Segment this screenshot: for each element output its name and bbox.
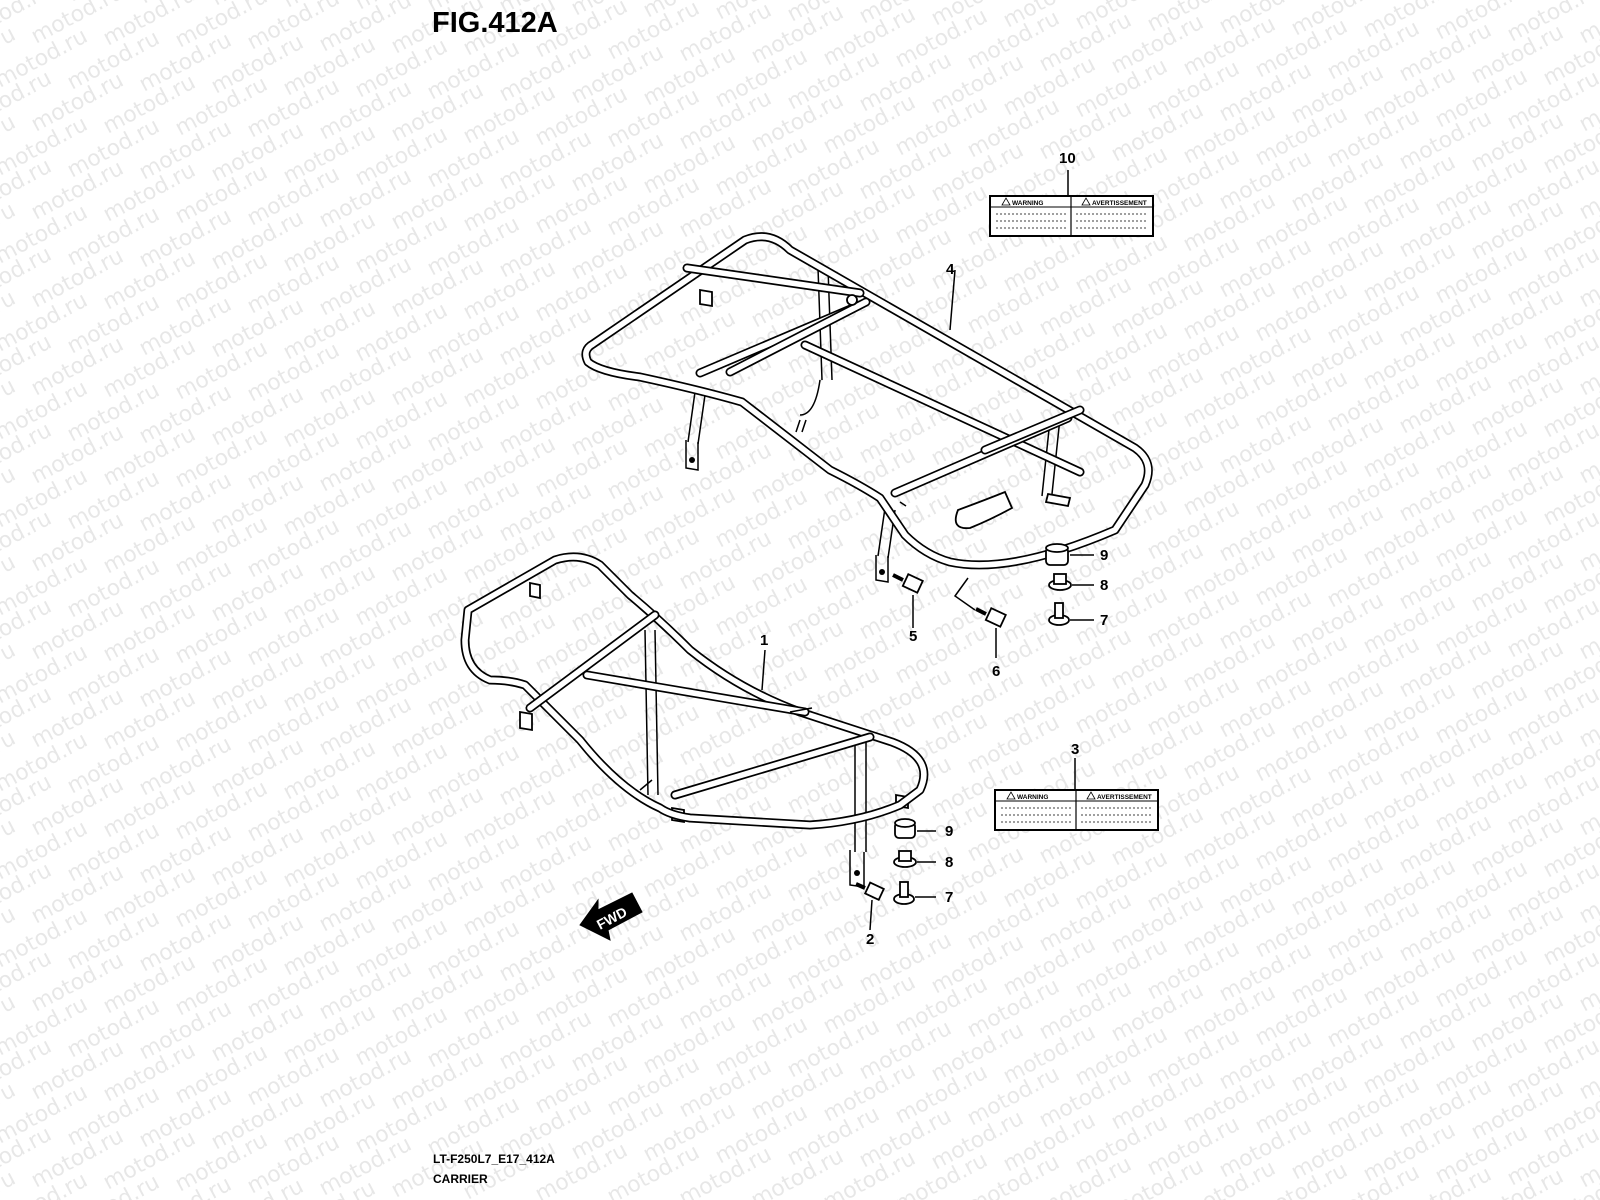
collar-part-8-lower bbox=[893, 850, 917, 868]
bolt-part-6 bbox=[975, 606, 1007, 628]
cushion-part-9-lower bbox=[894, 818, 916, 839]
figure-name: CARRIER bbox=[433, 1172, 488, 1186]
callout-10: 10 bbox=[1059, 150, 1076, 167]
callout-4: 4 bbox=[946, 261, 955, 278]
bolt-part-2 bbox=[855, 881, 885, 902]
cushion-part-9-upper bbox=[1045, 543, 1069, 566]
label-warning-text: WARNING bbox=[1012, 200, 1043, 207]
bolt-part-7-upper bbox=[1048, 602, 1070, 626]
callout-9-lower: 9 bbox=[945, 823, 953, 840]
warning-label-part-10: WARNING AVERTISSEMENT bbox=[989, 195, 1154, 237]
label-warning-text: WARNING bbox=[1017, 794, 1048, 801]
callout-3: 3 bbox=[1071, 741, 1079, 758]
label-avertissement-text: AVERTISSEMENT bbox=[1097, 794, 1152, 801]
callout-6: 6 bbox=[992, 663, 1000, 680]
leader-lines bbox=[761, 170, 1094, 931]
warning-label-part-3: WARNING AVERTISSEMENT bbox=[994, 789, 1159, 831]
collar-part-8-upper bbox=[1048, 573, 1072, 591]
callout-2: 2 bbox=[866, 931, 874, 948]
bolt-part-5 bbox=[892, 572, 924, 594]
watermark-text: motod.ru bbox=[0, 1166, 20, 1200]
figure-title: FIG.412A bbox=[432, 7, 558, 39]
rear-carrier-part-4 bbox=[581, 232, 1153, 583]
callout-9-upper: 9 bbox=[1100, 547, 1108, 564]
callout-8-upper: 8 bbox=[1100, 577, 1108, 594]
callout-8-lower: 8 bbox=[945, 854, 953, 871]
callouts: 10 4 1 3 9 8 7 9 8 7 5 6 2 bbox=[760, 150, 1108, 948]
hardware-parts bbox=[855, 543, 1072, 905]
callout-7-upper: 7 bbox=[1100, 612, 1108, 629]
callout-1: 1 bbox=[760, 632, 768, 649]
callout-7-lower: 7 bbox=[945, 889, 953, 906]
bolt-part-7-lower bbox=[893, 881, 915, 905]
front-carrier-part-1 bbox=[460, 552, 929, 888]
figure-code: LT-F250L7_E17_412A bbox=[433, 1152, 555, 1166]
label-avertissement-text: AVERTISSEMENT bbox=[1092, 200, 1147, 207]
callout-5: 5 bbox=[909, 628, 917, 645]
